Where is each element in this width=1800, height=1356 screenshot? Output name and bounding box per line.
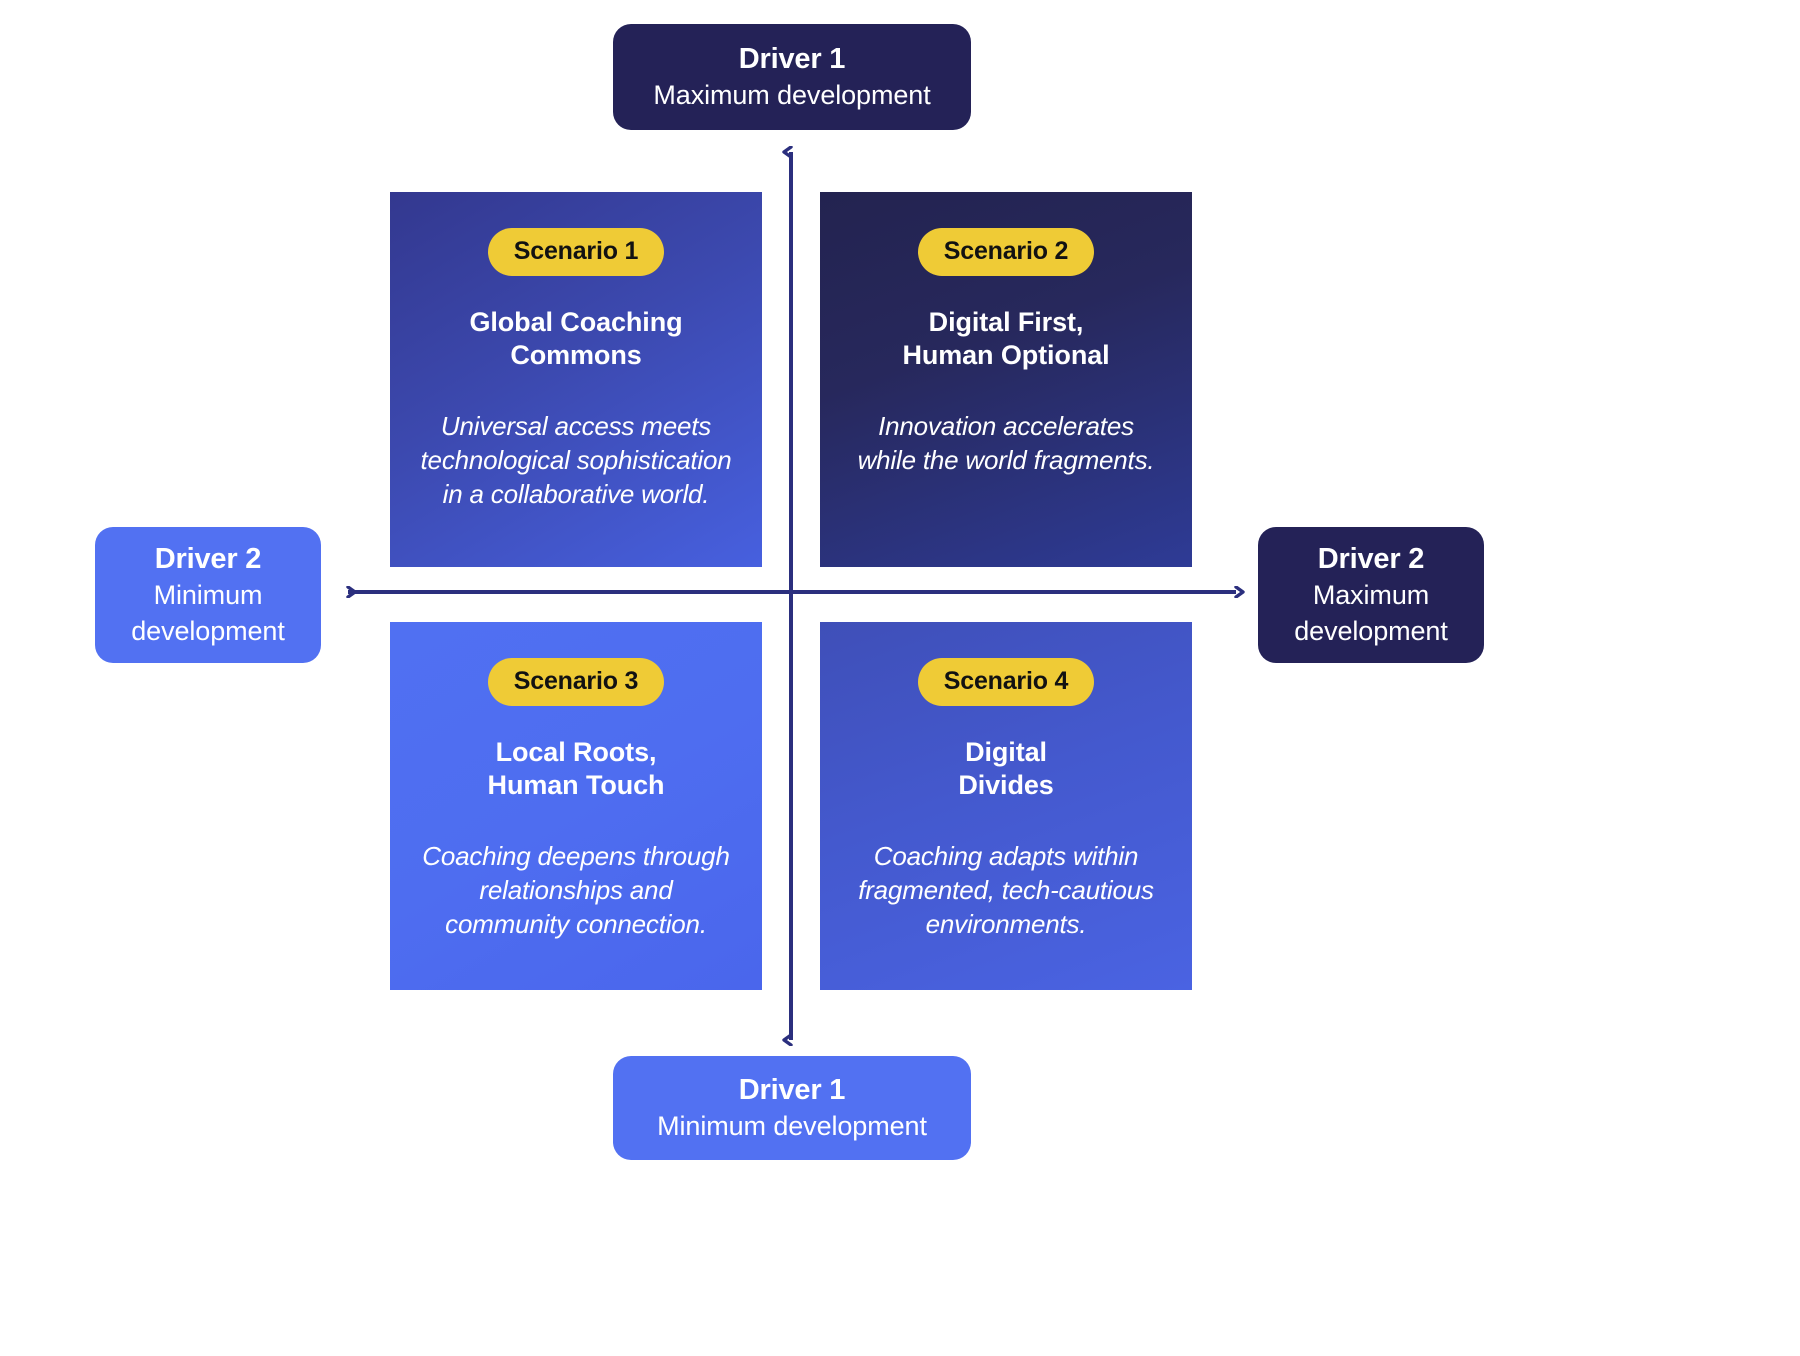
axis-label-driver1-minimum: Driver 1 Minimum development: [613, 1056, 971, 1160]
axis-label-driver1-maximum: Driver 1 Maximum development: [613, 24, 971, 130]
scenario-description: Coaching deepens through relationships a…: [422, 841, 730, 939]
scenario-description: Innovation accelerates while the world f…: [857, 411, 1155, 476]
axis-label-title: Driver 1: [738, 1074, 846, 1107]
scenario-badge: Scenario 3: [487, 658, 665, 706]
scenario-badge: Scenario 2: [917, 228, 1095, 276]
axis-label-subtitle: Minimum development: [657, 1111, 927, 1142]
quadrant-card-scenario-3: Scenario 3 Local Roots, Human Touch Coac…: [390, 622, 762, 990]
scenario-badge: Scenario 1: [487, 228, 665, 276]
axis-label-subtitle: Maximum development: [1294, 580, 1448, 646]
axis-label-subtitle: Minimum development: [131, 580, 285, 646]
axis-label-driver2-maximum: Driver 2 Maximum development: [1258, 527, 1484, 663]
scenario-title: Global Coaching Commons: [469, 307, 683, 371]
axis-label-subtitle: Maximum development: [653, 80, 931, 111]
quadrant-card-scenario-1: Scenario 1 Global Coaching Commons Unive…: [390, 192, 762, 567]
scenario-title: Digital First, Human Optional: [902, 307, 1110, 371]
axis-label-title: Driver 1: [738, 43, 846, 76]
scenario-title: Digital Divides: [958, 737, 1054, 801]
scenario-description: Coaching adapts within fragmented, tech-…: [858, 841, 1154, 939]
axis-label-title: Driver 2: [1317, 543, 1425, 576]
quadrant-card-scenario-2: Scenario 2 Digital First, Human Optional…: [820, 192, 1192, 567]
scenario-title: Local Roots, Human Touch: [487, 737, 665, 801]
axis-label-title: Driver 2: [154, 543, 262, 576]
axis-label-driver2-minimum: Driver 2 Minimum development: [95, 527, 321, 663]
scenario-description: Universal access meets technological sop…: [420, 411, 732, 509]
scenario-badge: Scenario 4: [917, 658, 1095, 706]
quadrant-card-scenario-4: Scenario 4 Digital Divides Coaching adap…: [820, 622, 1192, 990]
